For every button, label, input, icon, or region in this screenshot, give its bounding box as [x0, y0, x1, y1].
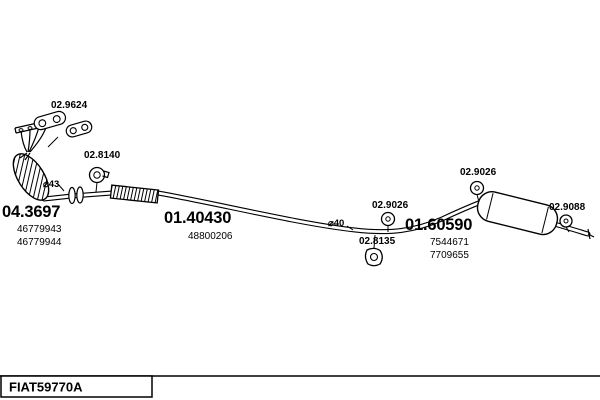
clamp-part-number: 02.8140 — [84, 150, 121, 161]
rear-silencer-drawing — [476, 191, 559, 236]
silencer-alt-number-1: 7544671 — [430, 237, 469, 248]
tail-hanger-part-number: 02.9088 — [549, 202, 586, 213]
flex-coupling-drawing — [109, 184, 160, 204]
centre-hanger-part-number: 02.9026 — [372, 200, 409, 211]
centre-pipe-alt-number: 48800206 — [188, 231, 233, 242]
diameter-43-label: ⌀43 — [43, 179, 59, 190]
catalyst-alt-number-1: 46779943 — [17, 224, 62, 235]
rubber-mount-icon — [364, 234, 383, 267]
tail-pipe-drawing — [551, 221, 595, 240]
part-code-label: FIAT59770A — [9, 380, 83, 395]
hanger-ring-icon-centre — [380, 211, 396, 232]
catalyst-alt-number-2: 46779944 — [17, 237, 62, 248]
rear-hanger-part-number: 02.9026 — [460, 167, 497, 178]
catalyst-drawing — [12, 152, 50, 201]
clamp-icon — [88, 166, 110, 193]
silencer-part-number: 01.60590 — [405, 216, 472, 234]
gasket-leader-line — [47, 136, 59, 148]
flange-pair-icon — [68, 186, 84, 205]
silencer-alt-number-2: 7709655 — [430, 250, 469, 261]
hanger-ring-icon-rear — [469, 180, 485, 203]
part-code-box — [0, 375, 153, 398]
centre-mount-part-number: 02.8135 — [359, 236, 396, 247]
diameter-40-label: ⌀40 — [328, 218, 344, 229]
centre-pipe-drawing — [155, 190, 484, 235]
gasket-part-number: 02.9624 — [51, 100, 88, 111]
catalyst-part-number: 04.3697 — [2, 203, 60, 221]
hanger-ring-icon-tail — [559, 214, 573, 233]
gasket-icon — [33, 110, 93, 148]
centre-pipe-part-number: 01.40430 — [164, 209, 231, 227]
diameter-43-leader — [57, 183, 65, 192]
diameter-40-leader — [346, 225, 354, 231]
